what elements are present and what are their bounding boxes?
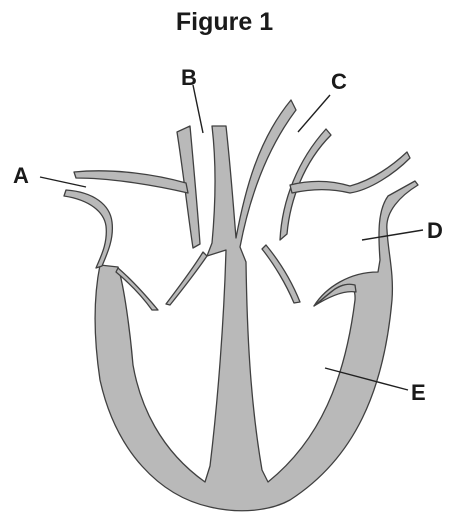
label-d: D	[427, 218, 443, 243]
heart-wall	[95, 100, 418, 511]
valve-right-center-flap	[262, 245, 300, 303]
vessel-a-lower-wall	[64, 190, 112, 268]
vessel-a-upper-wall	[74, 171, 188, 193]
leader-line-d	[362, 230, 423, 240]
label-a: A	[13, 163, 29, 188]
valve-left-center-flap	[166, 252, 207, 305]
leader-line-c	[298, 95, 330, 132]
label-c: C	[331, 69, 347, 94]
leader-line-b	[193, 85, 203, 133]
label-e: E	[411, 380, 426, 405]
label-b: B	[181, 65, 197, 90]
